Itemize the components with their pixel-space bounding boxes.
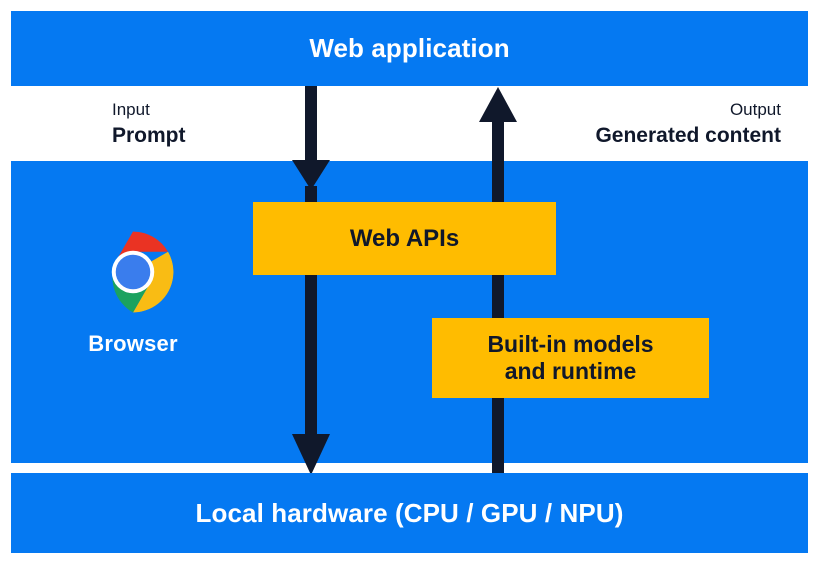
flow-label-input: Input Prompt	[112, 99, 186, 150]
input-kicker: Input	[112, 100, 150, 119]
chrome-logo-icon	[111, 231, 174, 313]
flow-label-output: Output Generated content	[595, 99, 781, 150]
box-web-apis: Web APIs	[253, 202, 556, 275]
web-apis-label: Web APIs	[349, 224, 460, 252]
builtin-models-label: Built-in models and runtime	[487, 330, 654, 384]
layer-web-application: Web application	[11, 11, 808, 86]
web-application-label: Web application	[309, 33, 510, 63]
browser-label: Browser	[88, 331, 178, 356]
input-value: Prompt	[112, 123, 186, 147]
layer-local-hardware: Local hardware (CPU / GPU / NPU)	[11, 473, 808, 553]
output-kicker: Output	[729, 100, 781, 119]
output-value: Generated content	[595, 123, 781, 147]
box-builtin-models: Built-in models and runtime	[432, 318, 709, 398]
browser-identity-group: Browser	[63, 227, 203, 357]
local-hardware-label: Local hardware (CPU / GPU / NPU)	[195, 497, 624, 528]
